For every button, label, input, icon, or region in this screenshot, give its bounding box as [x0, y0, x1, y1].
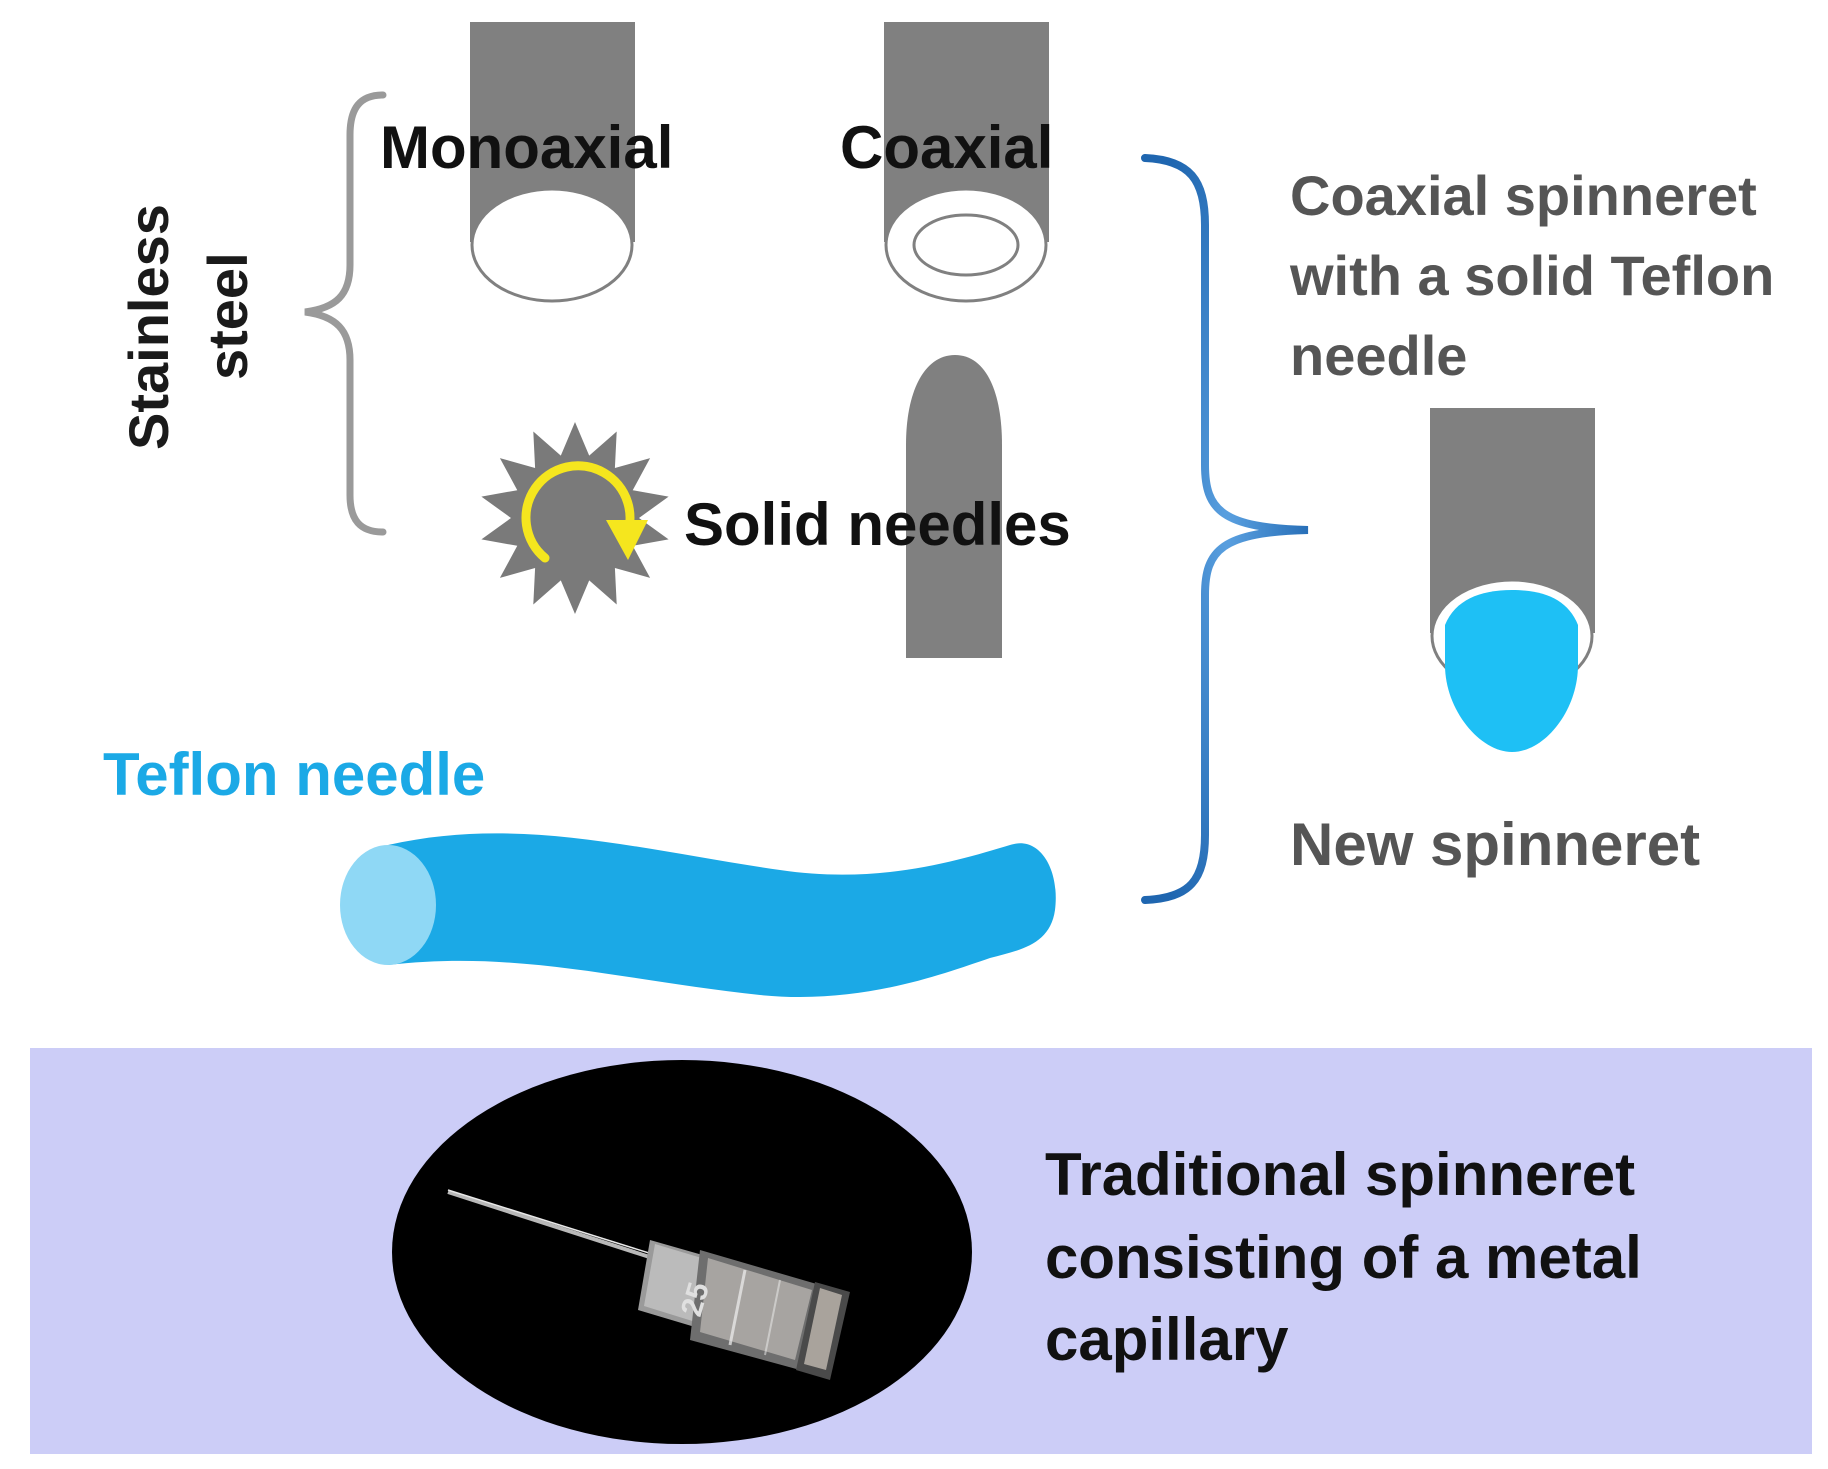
coaxial-needle	[884, 22, 1049, 303]
steel-bracket	[304, 91, 387, 536]
coaxial-spinneret-description: Coaxial spinneret with a solid Teflon ne…	[1289, 164, 1774, 387]
syringe-needle-icon: 25	[392, 1060, 972, 1444]
stainless-text: Stainless	[117, 204, 180, 450]
monoaxial-needle	[470, 22, 635, 303]
solid-needle	[906, 355, 1002, 658]
new-spinneret-label: New spinneret	[1290, 811, 1700, 878]
teflon-needle-label: Teflon needle	[103, 741, 485, 808]
coaxial-spinneret-line2: with a solid Teflon	[1289, 244, 1774, 307]
rotate-sun-icon	[481, 422, 669, 614]
traditional-line1: Traditional spinneret	[1045, 1141, 1635, 1208]
blue-bracket	[1141, 154, 1309, 904]
traditional-line3: capillary	[1045, 1306, 1289, 1373]
coaxial-spinneret-line3: needle	[1290, 324, 1467, 387]
teflon-tube	[340, 833, 1056, 997]
monoaxial-label: Monoaxial	[380, 114, 673, 181]
coaxial-spinneret-line1: Coaxial spinneret	[1290, 164, 1757, 227]
traditional-line2: consisting of a metal	[1045, 1224, 1642, 1291]
solid-needles-label: Solid needles	[684, 491, 1071, 558]
coaxial-label: Coaxial	[840, 114, 1053, 181]
steel-text: steel	[196, 252, 259, 380]
traditional-spinneret-description: Traditional spinneret consisting of a me…	[1045, 1141, 1642, 1373]
new-spinneret	[1430, 408, 1595, 752]
stainless-steel-label: Stainless steel	[117, 204, 259, 450]
